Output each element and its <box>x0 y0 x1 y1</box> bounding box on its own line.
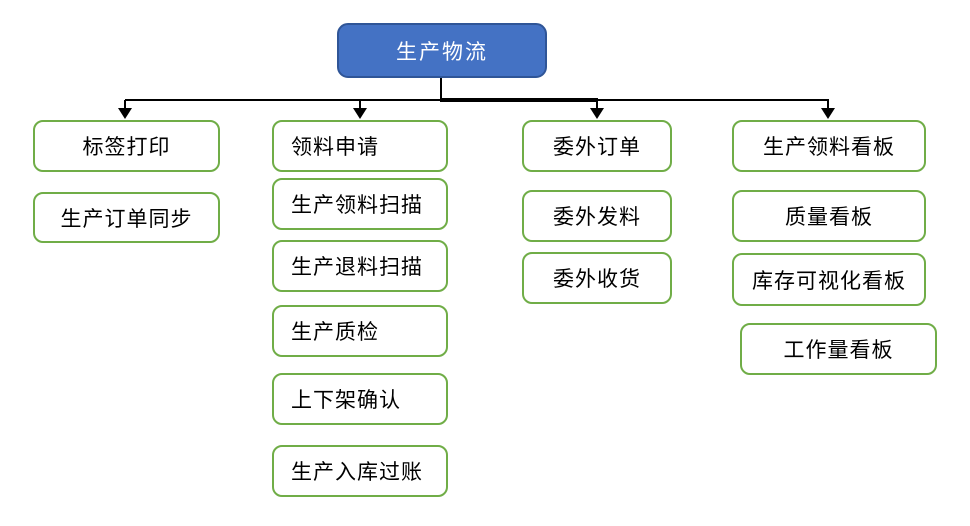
node-inventory-visualization-board: 库存可视化看板 <box>732 253 926 306</box>
connector-stub-column-4 <box>827 100 829 109</box>
connector-stub-column-1 <box>124 100 126 109</box>
node-production-quality-inspection: 生产质检 <box>272 305 448 357</box>
node-production-return-scan: 生产退料扫描 <box>272 240 448 292</box>
node-outsourcing-goods-receipt: 委外收货 <box>522 252 672 304</box>
down-arrowhead-icon <box>821 108 835 119</box>
node-material-requisition: 领料申请 <box>272 120 448 172</box>
down-arrowhead-icon <box>118 108 132 119</box>
node-production-receipt-posting: 生产入库过账 <box>272 445 448 497</box>
root-node-production-logistics: 生产物流 <box>337 23 547 78</box>
node-label-printing: 标签打印 <box>33 120 220 172</box>
node-production-picking-board: 生产领料看板 <box>732 120 926 172</box>
root-connector-stem <box>440 78 442 100</box>
down-arrowhead-icon <box>590 108 604 119</box>
node-workload-board: 工作量看板 <box>740 323 937 375</box>
node-outsourcing-order: 委外订单 <box>522 120 672 172</box>
node-production-order-sync: 生产订单同步 <box>33 192 220 243</box>
node-outsourcing-material-issue: 委外发料 <box>522 190 672 242</box>
node-quality-board: 质量看板 <box>732 190 926 242</box>
node-production-picking-scan: 生产领料扫描 <box>272 178 448 230</box>
connector-stub-column-3 <box>596 100 598 109</box>
connector-horizontal-line-bold-segment <box>440 98 598 102</box>
node-shelving-confirmation: 上下架确认 <box>272 373 448 425</box>
connector-stub-column-2 <box>359 100 361 109</box>
down-arrowhead-icon <box>353 108 367 119</box>
